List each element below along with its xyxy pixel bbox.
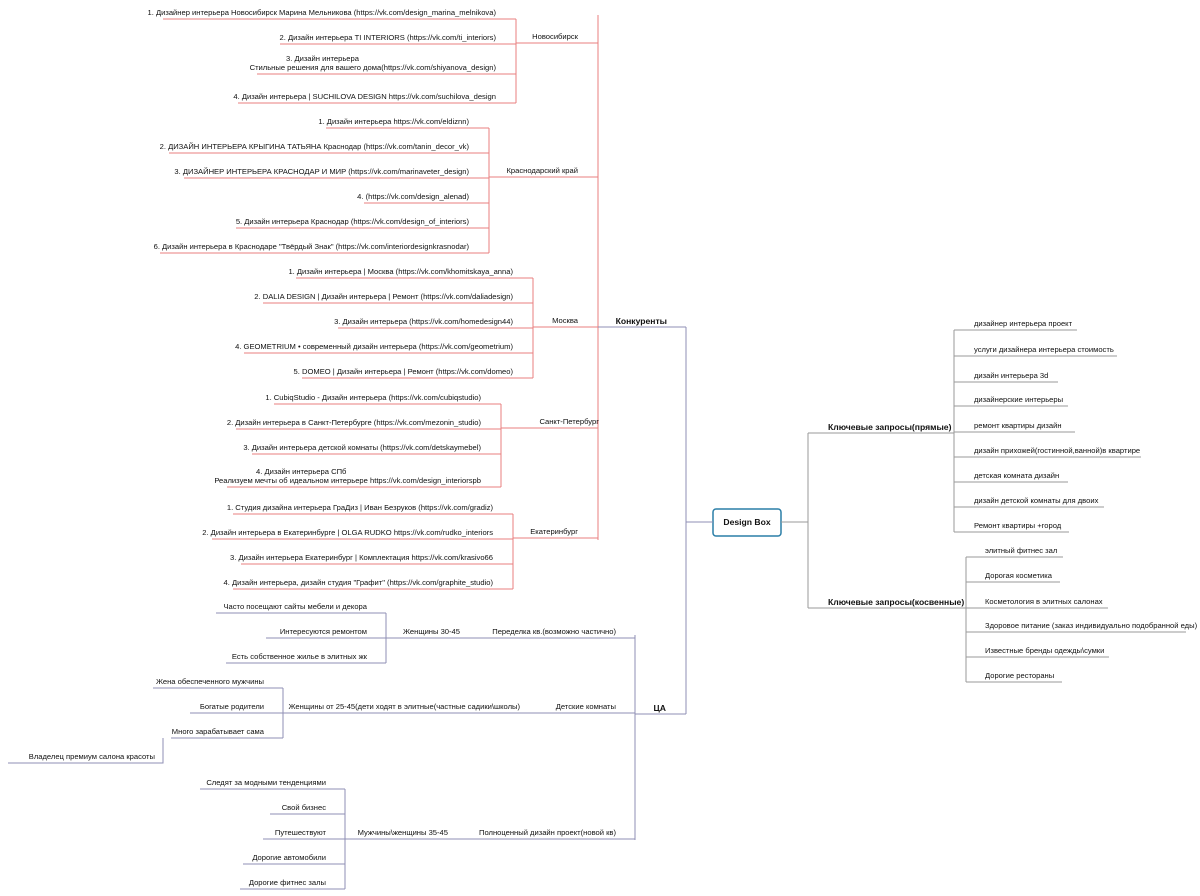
competitor-item: 3. Дизайн интерьера (286, 54, 360, 63)
ta-item: Дорогие автомобили (252, 853, 326, 862)
competitor-item: 3. ДИЗАЙНЕР ИНТЕРЬЕРА КРАСНОДАР И МИР (h… (174, 167, 469, 176)
kw-direct-item: детская комната дизайн (974, 471, 1059, 480)
group-label: Женщины от 25-45(дети ходят в элитные(ча… (289, 702, 521, 711)
city-label: Екатеринбург (530, 527, 578, 536)
competitor-item: 2. DALIA DESIGN | Дизайн интерьера | Рем… (254, 292, 513, 301)
kw-indirect-item: Дорогие рестораны (985, 671, 1054, 680)
audience-label: ЦА (654, 703, 666, 713)
kw-indirect-item: Дорогая косметика (985, 571, 1053, 580)
competitor-item: 3. Дизайн интерьера Екатеринбург | Компл… (230, 553, 493, 562)
ta-item: Дорогие фитнес залы (249, 878, 326, 887)
group-label: Мужчины\женщины 35-45 (358, 828, 448, 837)
kw-direct-item: дизайнер интерьера проект (974, 319, 1073, 328)
ta-item: Следят за модными тенденциями (206, 778, 326, 787)
ta-item: Богатые родители (200, 702, 264, 711)
competitor-item: 1. Дизайнер интерьера Новосибирск Марина… (148, 8, 497, 17)
competitor-item: 4. (https://vk.com/design_alenad) (357, 192, 469, 201)
competitor-item: 3. Дизайн интерьера (https://vk.com/home… (334, 317, 513, 326)
kw-indirect-item: Здоровое питание (заказ индивидуально по… (985, 621, 1198, 630)
ta-item: Жена обеспеченного мужчины (156, 677, 264, 686)
kw-direct-item: услуги дизайнера интерьера стоимость (974, 345, 1114, 354)
city-label: Москва (552, 316, 579, 325)
competitor-item: 1. Дизайн интерьера https://vk.com/eldiz… (318, 117, 469, 126)
kw-direct-item: ремонт квартиры дизайн (974, 421, 1062, 430)
competitor-item: Стильные решения для вашего дома(https:/… (250, 63, 497, 72)
city-label: Санкт-Петербург (539, 417, 599, 426)
kw-indirect-item: Известные бренды одежды\сумки (985, 646, 1104, 655)
ta-extra-connector (8, 738, 164, 764)
competitor-item: 4. Дизайн интерьера СПб (256, 467, 347, 476)
competitor-item: 2. ДИЗАЙН ИНТЕРЬЕРА КРЫГИНА ТАТЬЯНА Крас… (160, 142, 470, 151)
kw-direct-label: Ключевые запросы(прямые) (828, 422, 952, 432)
competitor-item: 2. Дизайн интерьера в Санкт-Петербурге (… (227, 418, 482, 427)
competitor-item: 1. Дизайн интерьера | Москва (https://vk… (288, 267, 513, 276)
ta-item: Свой бизнес (282, 803, 326, 812)
ta-item: Есть собственное жилье в элитных жк (232, 652, 368, 661)
kw-indirect-label: Ключевые запросы(косвенные) (828, 597, 964, 607)
competitor-item: 1. CubiqStudio - Дизайн интерьера (https… (265, 393, 481, 402)
kw-direct-item: дизайн интерьера 3d (974, 371, 1048, 380)
kw-direct-item: дизайн прихожей(гостинной,ванной)в кварт… (974, 446, 1140, 455)
segment-label: Детские комнаты (556, 702, 616, 711)
competitor-item: Реализуем мечты об идеальном интерьере h… (214, 476, 481, 485)
competitor-item: 4. Дизайн интерьера, дизайн студия "Граф… (224, 578, 494, 587)
ta-item: Часто посещают сайты мебели и декора (223, 602, 367, 611)
competitor-item: 5. Дизайн интерьера Краснодар (https://v… (236, 217, 470, 226)
group-label: Женщины 30-45 (403, 627, 460, 636)
city-label: Новосибирск (532, 32, 579, 41)
competitor-item: 2. Дизайн интерьера TI INTERIORS (https:… (280, 33, 497, 42)
competitor-item: 4. Дизайн интерьера | SUCHILOVA DESIGN h… (233, 92, 496, 101)
kw-indirect-item: элитный фитнес зал (985, 546, 1057, 555)
competitor-item: 2. Дизайн интерьера в Екатеринбурге | OL… (202, 528, 493, 537)
ta-item: Интересуются ремонтом (280, 627, 367, 636)
segment-label: Переделка кв.(возможно частично) (492, 627, 616, 636)
kw-indirect-item: Косметология в элитных салонах (985, 597, 1103, 606)
kw-direct-item: Ремонт квартиры +город (974, 521, 1062, 530)
kw-direct-item: дизайн детской комнаты для двоих (974, 496, 1099, 505)
competitor-item: 1. Студия дизайна интерьера ГраДиз | Ива… (227, 503, 494, 512)
ta-item: Владелец премиум салона красоты (29, 752, 155, 761)
competitor-item: 3. Дизайн интерьера детской комнаты (htt… (243, 443, 481, 452)
segment-label: Полноценный дизайн проект(новой кв) (479, 828, 616, 837)
kw-direct-item: дизайнерские интерьеры (974, 395, 1063, 404)
city-label: Краснодарский край (506, 166, 578, 175)
competitor-item: 5. DOMEO | Дизайн интерьера | Ремонт (ht… (294, 367, 514, 376)
root-label: Design Box (723, 517, 770, 527)
competitors-label: Конкуренты (616, 316, 667, 326)
root-node[interactable]: Design Box (712, 508, 782, 537)
ta-item: Путешествуют (275, 828, 327, 837)
competitor-item: 4. GEOMETRIUM • современный дизайн интер… (235, 342, 513, 351)
ta-item: Много зарабатывает сама (172, 727, 265, 736)
competitor-item: 6. Дизайн интерьера в Краснодаре "Твёрды… (154, 242, 470, 251)
